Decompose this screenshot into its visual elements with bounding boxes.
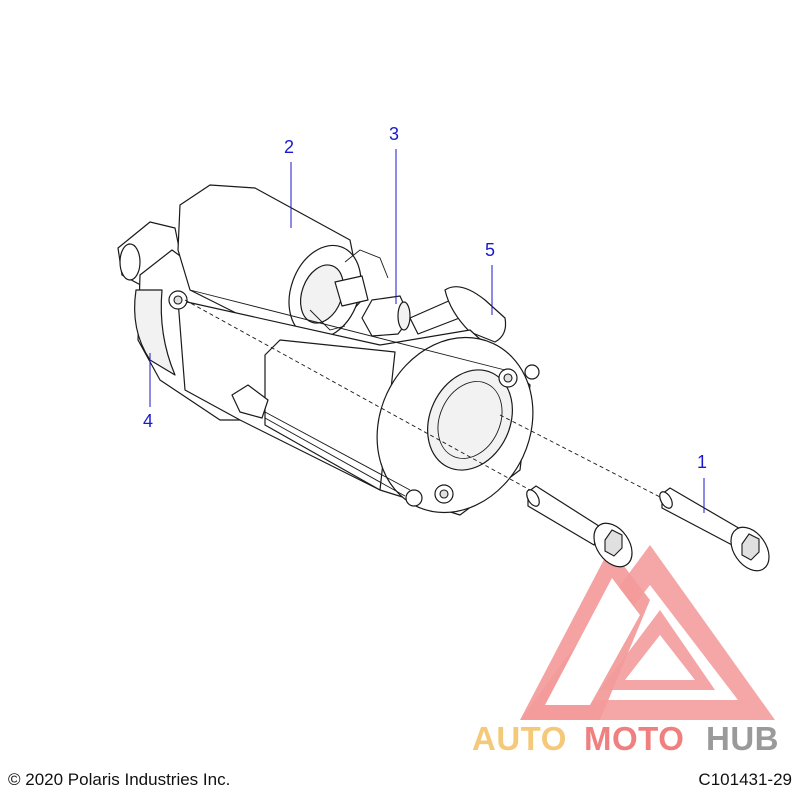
drawing-number: C101431-29 — [698, 770, 792, 789]
watermark-logo — [520, 545, 775, 720]
mounting-ear — [231, 384, 269, 419]
cable-boot — [444, 286, 507, 343]
callout-label-3: 3 — [389, 124, 399, 144]
callout-label-5: 5 — [485, 240, 495, 260]
solenoid-nut — [361, 295, 411, 337]
mounting-bolt-upper — [659, 487, 770, 572]
callout-3: 3 — [389, 124, 399, 304]
mounting-bolt-lower — [526, 485, 633, 568]
watermark-text-auto: AUTO — [472, 720, 567, 757]
motor-housing-band — [264, 339, 396, 491]
callout-label-2: 2 — [284, 137, 294, 157]
alignment-line-upper — [499, 414, 663, 499]
end-cap-boss-top-right — [524, 364, 540, 380]
end-cap-boss-bottom-left — [405, 489, 423, 507]
copyright-text: © 2020 Polaris Industries Inc. — [8, 770, 231, 789]
solenoid-terminal-stud — [334, 275, 369, 307]
solenoid-nut-face — [397, 301, 411, 331]
alignment-line — [184, 299, 531, 491]
pinion-end — [119, 243, 141, 281]
watermark-text-moto: MOTO — [584, 720, 684, 757]
watermark-text-hub: HUB — [706, 720, 779, 757]
callout-2: 2 — [284, 137, 294, 228]
drive-housing-face — [134, 289, 176, 376]
callout-label-4: 4 — [143, 411, 153, 431]
callout-label-1: 1 — [697, 452, 707, 472]
watermark-text: AUTO MOTO HUB — [472, 720, 779, 757]
callout-1: 1 — [697, 452, 707, 513]
callout-5: 5 — [485, 240, 495, 315]
callout-4: 4 — [143, 353, 153, 431]
starter-motor — [117, 184, 540, 516]
